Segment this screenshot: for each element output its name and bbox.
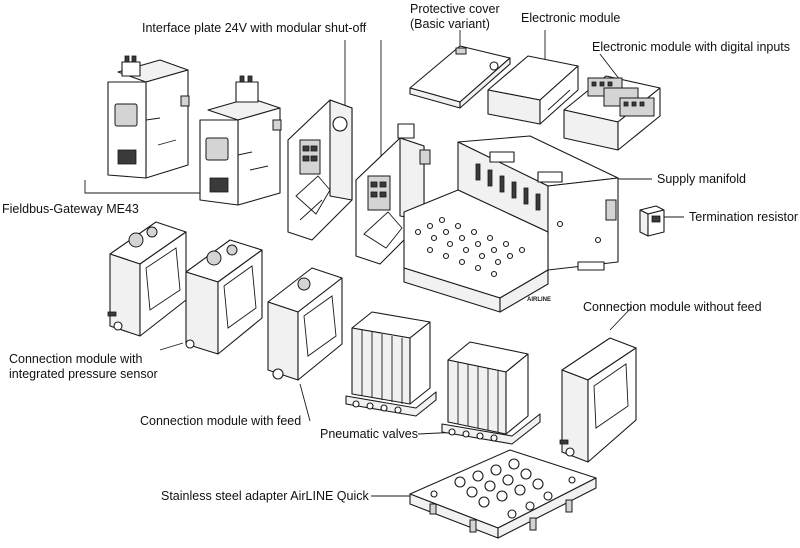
label-pneumatic-valves: Pneumatic valves (320, 427, 418, 441)
label-connection-module-feed: Connection module with feed (140, 414, 302, 428)
supply-manifold (403, 135, 619, 313)
label-electronic-module: Electronic module (521, 11, 621, 25)
label-stainless-adapter: Stainless steel adapter AirLINE Quick (161, 489, 369, 503)
fieldbus-gateway-front (107, 55, 190, 179)
termination-resistor (639, 205, 665, 237)
label-interface-plate: Interface plate 24V with modular shut-of… (142, 21, 367, 35)
fieldbus-gateway-rear (199, 75, 282, 206)
electronic-module-digital (563, 75, 661, 151)
label-connection-module-without-feed: Connection module without feed (583, 300, 762, 314)
manifold-brand-mark: AIRLINE (527, 297, 551, 303)
interface-plate-left (287, 99, 353, 241)
protective-cover (409, 45, 511, 109)
label-protective-cover: Protective cover (Basic variant) (410, 2, 500, 31)
label-electronic-module-digital: Electronic module with digital inputs (592, 40, 791, 54)
pneumatic-valve-block-right (441, 341, 541, 445)
connection-module-pressure-sensor (107, 221, 187, 337)
connection-module-feed (267, 267, 343, 381)
connection-module-without-feed (559, 337, 637, 463)
label-connection-module-pressure-sensor: Connection module with integrated pressu… (9, 352, 158, 381)
pneumatic-valve-block-left (345, 311, 437, 417)
electronic-module (487, 55, 579, 125)
label-fieldbus-gateway: Fieldbus-Gateway ME43 (2, 202, 139, 216)
connection-module-middle (185, 239, 263, 355)
label-termination-resistor: Termination resistor (689, 210, 799, 224)
label-supply-manifold: Supply manifold (657, 172, 746, 186)
stainless-steel-adapter (409, 449, 597, 539)
